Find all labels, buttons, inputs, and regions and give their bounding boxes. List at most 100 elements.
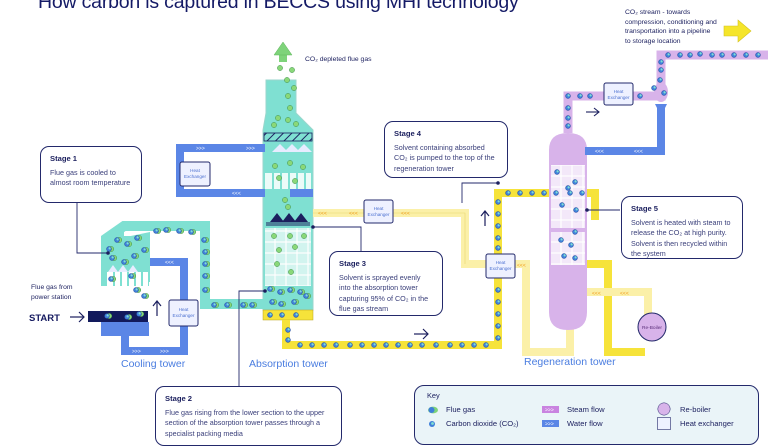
co2-particle-highlight bbox=[574, 180, 577, 183]
flue-gas-particle bbox=[284, 77, 290, 83]
co2-particle-highlight bbox=[449, 343, 452, 346]
flue-gas-particle bbox=[287, 233, 293, 239]
co2-particle-highlight bbox=[299, 343, 302, 346]
flue-gas-particle bbox=[293, 121, 299, 127]
co2-particle-highlight bbox=[287, 328, 290, 331]
co2-particle-highlight bbox=[497, 324, 500, 327]
legend-title: Key bbox=[427, 391, 440, 400]
co2-particle-highlight bbox=[110, 277, 113, 280]
svg-text:<<<: <<< bbox=[318, 211, 327, 217]
svg-text:<<<: <<< bbox=[620, 291, 629, 297]
svg-text:Heat: Heat bbox=[190, 168, 200, 173]
flue-gas-particle bbox=[285, 117, 291, 123]
flue-gas-particle bbox=[276, 247, 282, 253]
co2-particle-highlight bbox=[721, 53, 724, 56]
co2-particle-highlight bbox=[135, 288, 138, 291]
co2-particle-highlight bbox=[497, 212, 500, 215]
start-arrow-icon bbox=[70, 311, 85, 323]
co2-particle-highlight bbox=[130, 274, 133, 277]
flue-gas-particle bbox=[277, 65, 283, 71]
co2-particle-highlight bbox=[507, 191, 510, 194]
co2-particle-highlight bbox=[679, 53, 682, 56]
flue-gas-icon bbox=[428, 406, 438, 414]
co2-particle-highlight bbox=[204, 262, 207, 265]
depleted-gas-arrow-icon bbox=[279, 55, 287, 62]
co2-particle-highlight bbox=[299, 290, 302, 293]
co2-particle-highlight bbox=[519, 191, 522, 194]
co2-outlet-line bbox=[563, 50, 768, 133]
co2-particle-highlight bbox=[699, 52, 702, 55]
co2-particle-highlight bbox=[165, 228, 168, 231]
co2-particle-highlight bbox=[575, 208, 578, 211]
co2-particle-highlight bbox=[349, 343, 352, 346]
water-flow-icon: >>> bbox=[542, 420, 559, 427]
svg-text:Heat: Heat bbox=[614, 89, 624, 94]
flue-gas-particle bbox=[275, 115, 281, 121]
svg-text:Exchanger: Exchanger bbox=[173, 313, 195, 318]
co2-particle-highlight bbox=[155, 229, 158, 232]
co2-particle-highlight bbox=[143, 248, 146, 251]
co2-particle-highlight bbox=[126, 242, 129, 245]
co2-particle-highlight bbox=[660, 60, 663, 63]
co2-particle-highlight bbox=[543, 191, 546, 194]
svg-text:<<<: <<< bbox=[595, 149, 604, 155]
page-title: How carbon is captured in BECCS using MH… bbox=[38, 0, 519, 13]
svg-text:Heat: Heat bbox=[374, 206, 384, 211]
co2-particle-highlight bbox=[287, 338, 290, 341]
co2-particle-highlight bbox=[111, 256, 114, 259]
co2-particle-highlight bbox=[497, 246, 500, 249]
flue-gas-particle bbox=[292, 178, 298, 184]
co2-particle-highlight bbox=[373, 343, 376, 346]
legend-flue-gas: Flue gas bbox=[446, 405, 476, 414]
legend-steam-flow: Steam flow bbox=[567, 405, 605, 414]
co2-particle-highlight bbox=[497, 300, 500, 303]
co2-particle-highlight bbox=[555, 191, 558, 194]
co2-particle-highlight bbox=[204, 288, 207, 291]
co2-particle-highlight bbox=[659, 78, 662, 81]
svg-text:Heat: Heat bbox=[496, 260, 506, 265]
svg-text:>>>: >>> bbox=[246, 146, 255, 152]
svg-text:<<<: <<< bbox=[349, 211, 358, 217]
co2-particle-highlight bbox=[123, 260, 126, 263]
co2-particle-highlight bbox=[567, 116, 570, 119]
co2-particle-highlight bbox=[579, 94, 582, 97]
co2-particle-highlight bbox=[574, 256, 577, 259]
start-label: START bbox=[29, 313, 60, 324]
legend-co2: Carbon dioxide (CO₂) bbox=[446, 419, 519, 428]
svg-text:Exchanger: Exchanger bbox=[608, 95, 630, 100]
co2-particle-highlight bbox=[667, 53, 670, 56]
flue-gas-particle bbox=[271, 233, 277, 239]
flue-gas-particle bbox=[287, 105, 293, 111]
flue-gas-particle bbox=[276, 175, 282, 181]
flue-gas-particle bbox=[272, 163, 278, 169]
co2-particle-highlight bbox=[473, 343, 476, 346]
co2-particle-highlight bbox=[280, 302, 283, 305]
flue-gas-particle bbox=[288, 269, 294, 275]
depleted-gas-arrowhead-icon bbox=[273, 41, 293, 56]
co2-particle-highlight bbox=[323, 343, 326, 346]
co2-particle-highlight bbox=[567, 94, 570, 97]
cooling-tower: >>> >>> <<< bbox=[88, 221, 265, 355]
flue-gas-particle bbox=[285, 204, 291, 210]
co2-particle-highlight bbox=[581, 191, 584, 194]
absorption-tower bbox=[262, 41, 314, 321]
co2-flow-arrow-icon bbox=[586, 107, 600, 117]
co2-particle-highlight bbox=[574, 230, 577, 233]
reboiler-icon bbox=[637, 312, 667, 342]
co2-particle-highlight bbox=[116, 238, 119, 241]
regeneration-tower-label: Regeneration tower bbox=[524, 356, 616, 368]
co2-particle-highlight bbox=[136, 236, 139, 239]
co2-particle-highlight bbox=[589, 94, 592, 97]
co2-particle-highlight bbox=[226, 303, 229, 306]
co2-particle-highlight bbox=[269, 313, 272, 316]
co2-particle-highlight bbox=[204, 274, 207, 277]
flue-gas-particle bbox=[285, 93, 291, 99]
co2-particle-highlight bbox=[569, 191, 572, 194]
co2-particle-highlight bbox=[497, 224, 500, 227]
heat-exchanger-4: Heat Exchanger bbox=[485, 253, 516, 279]
co2-particle-highlight bbox=[639, 94, 642, 97]
svg-text:<<<: <<< bbox=[165, 260, 174, 266]
